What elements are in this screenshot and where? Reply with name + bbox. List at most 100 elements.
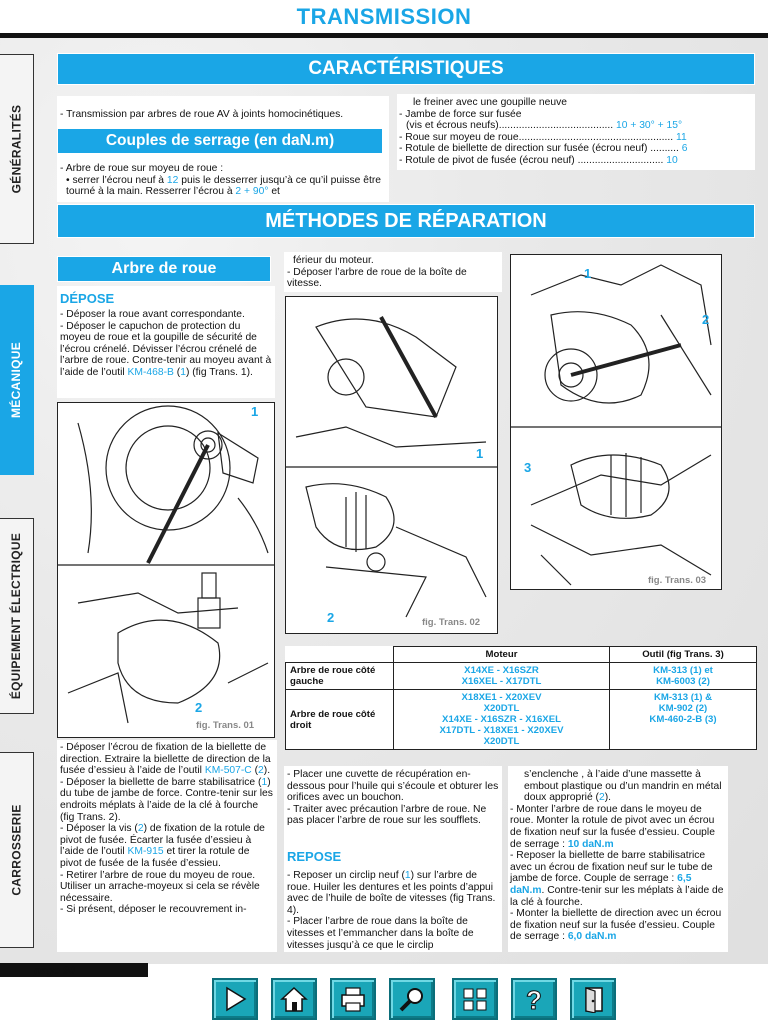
section-banner-caracteristiques: CARACTÉRISTIQUES (57, 53, 755, 85)
callout-1: 1 (251, 404, 259, 419)
couples-intro: - Arbre de roue sur moyeu de roue : (60, 163, 224, 174)
moteur-line: X18XE1 - X20XEV (461, 692, 542, 703)
step-text: - Reposer la biellette de barre stabilis… (510, 850, 713, 885)
figure-trans-02 (285, 296, 498, 634)
section-banner-methodes: MÉTHODES DE RÉPARATION (57, 204, 755, 238)
col3-bottom-text: s’enclenche , à l’aide d’une massette à … (510, 769, 726, 943)
outil-line: KM-902 (2) (658, 703, 708, 714)
moteur-line: X17DTL - X18XE1 - X20XEV (439, 725, 564, 736)
part-ref: 2 (258, 765, 264, 777)
help-icon: ? (526, 985, 543, 1015)
depose-step: - Déposer l’écrou de fixation de la biel… (60, 742, 271, 777)
page-number: page 90 (34, 965, 75, 977)
nav-exit-button[interactable] (570, 978, 616, 1020)
tool-ref: KM-507-C (204, 765, 252, 777)
col2-top-text: férieur du moteur. - Déposer l’arbre de … (287, 255, 499, 290)
nav-print-button[interactable] (330, 978, 376, 1020)
repose-step: s’enclenche , à l’aide d’une massette à … (510, 769, 726, 804)
col1-bottom-text: - Déposer l’écrou de fixation de la biel… (60, 742, 274, 916)
depose-heading: DÉPOSE (60, 291, 115, 306)
callout-2: 2 (327, 610, 335, 625)
step-end: . Contre-tenir sur les méplats à l’aide … (510, 884, 724, 908)
step-text: - Déposer la vis ( (60, 823, 138, 835)
step-text: - Déposer l’écrou de fixation de la biel… (60, 742, 271, 777)
outil-line: KM-460-2-B (3) (649, 714, 717, 725)
outil-line: KM-313 (1) et (653, 665, 713, 676)
col3-bottom-box (508, 766, 728, 952)
couples-line: (vis et écrous neufs)...................… (399, 120, 755, 132)
torque-value: 6,0 daN.m (567, 931, 617, 943)
outil-line: KM-6003 (2) (656, 676, 710, 687)
step-end: . (267, 765, 271, 777)
couples-line: - Jambe de force sur fusée (399, 108, 522, 120)
part-ref: 1 (404, 870, 411, 881)
torque-value: 10 daN.m (567, 838, 614, 850)
depose-step: - Déposer le capuchon de protection du m… (60, 320, 272, 378)
col2-bottom-text: - Placer une cuvette de récupération en-… (287, 769, 499, 827)
couples-line: - Rotule de pivot de fusée (écrou neuf) … (399, 155, 755, 167)
couples-text: - Arbre de roue sur moyeu de roue : • se… (60, 163, 386, 198)
repose-step: - Reposer un circlip neuf (1) sur l’arbr… (287, 870, 499, 916)
table-cell-outil: KM-313 (1) & KM-902 (2) KM-460-2-B (3) (609, 689, 757, 750)
sidebar-tab-carrosserie[interactable]: CARROSSERIE (0, 752, 34, 948)
moteur-line: X16XEL - X17DTL (461, 676, 542, 687)
couples-line-label: - Rotule de biellette de direction sur f… (399, 143, 679, 155)
repose-text: - Reposer un circlip neuf (1) sur l’arbr… (287, 870, 499, 951)
figure-trans-01-drawing (58, 405, 274, 724)
sidebar-tab-mecanique[interactable]: MÉCANIQUE (0, 285, 34, 475)
couples-value: 10 (666, 154, 678, 166)
depose-text: - Déposer la roue avant correspondante. … (60, 309, 272, 379)
svg-text:?: ? (526, 985, 542, 1014)
outil-line: KM-313 (1) & (653, 692, 713, 703)
step-text: - Monter la biellette de direction avec … (510, 908, 722, 943)
depose-step: - Déposer la roue avant correspondante. (60, 309, 245, 320)
title-rule (0, 33, 768, 38)
couples-value: 6 (681, 143, 688, 155)
nav-play-button[interactable] (212, 978, 258, 1020)
depose-step: - Traiter avec précaution l’arbre de rou… (287, 803, 487, 827)
depose-step: - Placer une cuvette de récupération en-… (287, 769, 499, 804)
couples-val-a: 12 (166, 174, 179, 186)
home-icon (280, 986, 308, 1012)
couples-val-b: 2 + 90° (235, 186, 269, 198)
step-mid: ) de fixation de la rotule de pivot de f… (60, 823, 265, 858)
footer-bar (0, 963, 148, 977)
nav-search-button[interactable] (389, 978, 435, 1020)
moteur-line: X14XE - X16SZR - X16XEL (442, 714, 561, 725)
callout-2: 2 (195, 700, 203, 715)
figure-trans-03 (510, 254, 722, 590)
page-title: TRANSMISSION (296, 4, 472, 29)
sidebar-tab-generalites[interactable]: GÉNÉRALITÉS (0, 54, 34, 244)
sidebar-tab-equipement-electrique[interactable]: ÉQUIPEMENT ÉLECTRIQUE (0, 518, 34, 714)
table-cell-moteur: X14XE - X16SZR X16XEL - X17DTL (393, 662, 610, 690)
nav-help-button[interactable]: ? (511, 978, 557, 1020)
callout-2: 2 (702, 312, 710, 327)
repose-heading: REPOSE (287, 849, 342, 864)
table-row: Arbre de roue côté gauche X14XE - X16SZR… (285, 662, 757, 690)
print-icon (341, 987, 365, 1012)
depose-step: - Déposer la vis (2) de fixation de la r… (60, 823, 274, 869)
index-icon (463, 988, 487, 1011)
figure-caption: fig. Trans. 02 (422, 617, 481, 628)
part-ref: 2 (598, 792, 605, 804)
couples-list: le freiner avec une goupille neuve - Jam… (399, 97, 755, 167)
couples-line: - Rotule de biellette de direction sur f… (399, 143, 755, 155)
table-cell-outil: KM-313 (1) et KM-6003 (2) (609, 662, 757, 690)
play-icon (226, 986, 247, 1012)
table-row-label: Arbre de roue côté gauche (285, 662, 394, 690)
nav-home-button[interactable] (271, 978, 317, 1020)
step-end: ) du tube de jambe de force. Contre-teni… (60, 776, 273, 823)
step-end: ). (604, 792, 612, 804)
table-header (285, 646, 394, 663)
couples-value: 11 (675, 131, 687, 143)
figure-trans-02-drawing (286, 316, 497, 618)
sidebar-tab-label: GÉNÉRALITÉS (9, 104, 24, 194)
part-ref: 1 (180, 366, 186, 378)
outils-table: Moteur Outil (fig Trans. 3) Arbre de rou… (285, 646, 757, 750)
sidebar-tab-label: MÉCANIQUE (9, 341, 24, 419)
arbre-de-roue-banner: Arbre de roue (57, 256, 271, 282)
callout-1: 1 (476, 446, 484, 461)
nav-index-button[interactable] (452, 978, 498, 1020)
depose-step: - Retirer l’arbre de roue du moyeu de ro… (60, 869, 260, 904)
table-header: Outil (fig Trans. 3) (609, 646, 757, 663)
